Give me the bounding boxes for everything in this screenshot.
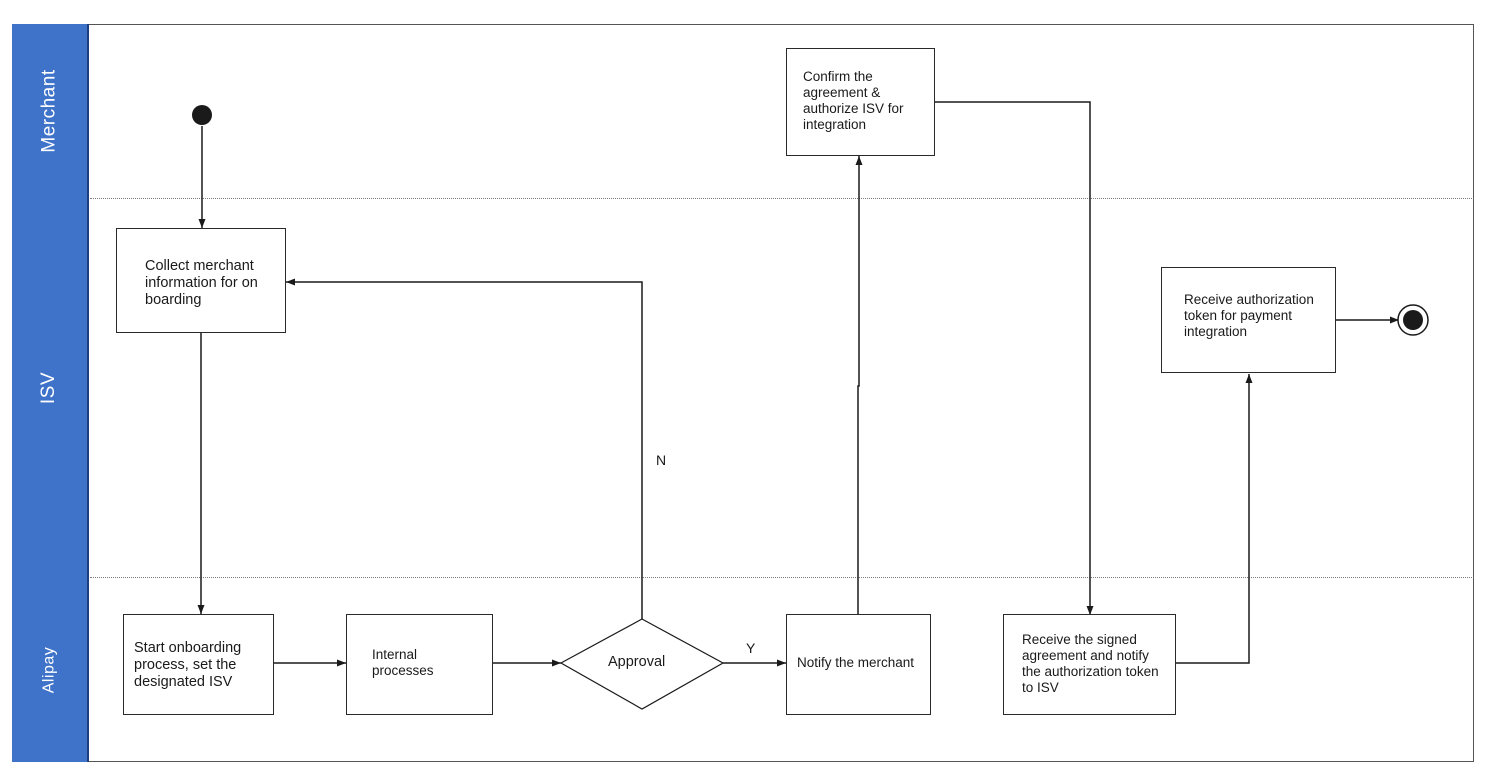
edge-receive-signed-to-receive-token — [1176, 374, 1253, 664]
node-approval-label: Approval — [608, 654, 666, 670]
lane-separator — [90, 198, 1474, 199]
node-collect-merchant-info-text: Collect merchant information for on boar… — [145, 258, 258, 308]
lane-separator — [90, 577, 1474, 578]
node-receive-signed-agreement: Receive the signed agreement and notify … — [1003, 614, 1176, 715]
lane-header-isv: ISV — [12, 198, 89, 577]
node-receive-authorization-token-text: Receive authorization token for payment … — [1184, 292, 1314, 339]
end-node-inner — [1403, 310, 1423, 330]
start-node — [192, 105, 212, 125]
edge-notify-to-confirm — [855, 156, 863, 615]
node-receive-authorization-token: Receive authorization token for payment … — [1161, 267, 1336, 373]
node-notify-merchant: Notify the merchant — [786, 614, 931, 715]
node-start-onboarding-text: Start onboarding process, set the design… — [134, 640, 242, 690]
edge-label-yes: Y — [746, 640, 756, 656]
node-notify-merchant-text: Notify the merchant — [797, 655, 915, 670]
node-collect-merchant-info: Collect merchant information for on boar… — [116, 228, 286, 333]
edge-approval-no-to-collect — [286, 278, 643, 619]
node-receive-signed-agreement-text: Receive the signed agreement and notify … — [1022, 632, 1159, 695]
edge-confirm-to-receive-signed — [935, 101, 1094, 615]
approval-diamond — [559, 618, 725, 710]
node-internal-processes-text: Internal processes — [372, 647, 434, 678]
node-confirm-agreement: Confirm the agreement & authorize ISV fo… — [786, 48, 935, 156]
lane-header-alipay: Alipay — [12, 577, 89, 762]
node-start-onboarding: Start onboarding process, set the design… — [123, 614, 274, 715]
edge-label-no: N — [656, 452, 667, 468]
lane-header-merchant: Merchant — [12, 24, 89, 198]
node-confirm-agreement-text: Confirm the agreement & authorize ISV fo… — [803, 69, 904, 132]
node-internal-processes: Internal processes — [346, 614, 493, 715]
